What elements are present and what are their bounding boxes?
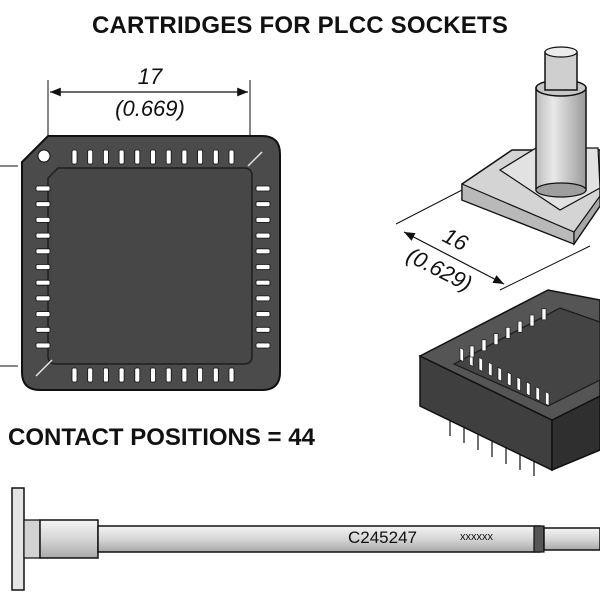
iso-pin-back [469,345,475,358]
pin-right [255,326,271,333]
socket-cavity [47,167,253,365]
iso-pin-front [478,357,483,372]
pin-bottom [71,367,78,383]
corner-line-tr [247,151,263,167]
pin-top [118,149,125,165]
pin-right [255,295,271,302]
socket-top-view: 17 (0.669) [0,64,281,391]
iso-pin-front [459,347,464,363]
tip-shaft-top [544,46,578,58]
pin-bottom [212,367,219,383]
cartridge-end [543,527,600,551]
pin-bottom [228,367,235,383]
pin-right [255,311,271,318]
iso-pin-back [505,327,511,339]
pin-top [197,149,204,165]
pin-top [212,149,219,165]
dim-iso-ext-2 [499,245,591,291]
pin-top [228,149,235,165]
pin-bottom [118,367,125,383]
pin-right [255,342,271,349]
pin-left [35,232,51,239]
cartridge-shaft [97,525,541,553]
pin-bottom [197,367,204,383]
iso-pin-back [493,333,499,345]
pin-top [181,149,188,165]
pin-bottom [150,367,156,383]
pin-right [255,264,271,270]
pin-left [35,279,51,286]
part-number: C245247 [348,528,417,547]
pin-left [35,248,51,255]
cartridge-flange [11,487,25,591]
pin-top [71,149,78,165]
pin-top [165,149,172,165]
cartridge-ring [533,525,545,553]
iso-pin-front [535,386,540,402]
socket-pins [35,149,271,383]
pin-right [255,279,271,286]
socket-iso-view [418,289,600,476]
pin-left [35,295,51,302]
dim-iso-line [403,231,505,285]
iso-pin-front [545,391,550,407]
iso-pin-front [516,376,521,392]
dim-top-inch: (0.669) [115,96,185,121]
dim-iso-value: 16 [439,223,473,257]
dim-iso-ext-1 [395,189,463,225]
iso-pin-front [507,371,512,387]
tip-plate-edge-right [573,194,600,246]
pin-left [35,201,51,208]
page-title: CARTRIDGES FOR PLCC SOCKETS [91,12,509,39]
iso-pin-front [526,381,531,397]
dim-top-value: 17 [138,64,163,89]
pin-left [35,326,51,333]
iso-pin-back [541,308,547,321]
pin-left [35,264,51,270]
pin-left [35,185,51,192]
pin-left [35,216,51,223]
tip-post [535,87,587,191]
tip-post-base [535,182,587,198]
pin-top [103,149,109,165]
iso-pin-front [497,366,502,382]
socket-iso-pins [459,308,550,407]
pin-right [255,201,271,208]
iso-pin-back [481,339,487,352]
pin-bottom [181,367,188,383]
pin-top [150,149,156,165]
corner-line-bl [35,359,53,377]
pin-bottom [87,367,94,383]
cartridge-collar [39,519,99,559]
pin-right [255,216,271,223]
iso-pin-front [488,362,493,377]
pin-right [255,232,271,239]
cartridge-side-view: C245247 xxxxxx [11,487,600,591]
pin-right [255,248,271,255]
cartridge-neck [23,519,41,559]
pin-top [87,149,94,165]
tip-shaft [544,51,578,91]
part-suffix: xxxxxx [460,531,494,543]
iso-pin-back [517,320,523,333]
pin-right [255,185,271,192]
cartridge-tip-iso [461,46,600,246]
iso-pin-back [529,314,535,327]
pin-bottom [103,367,109,383]
pin-left [35,311,51,318]
contact-positions-label: CONTACT POSITIONS = 44 [8,424,315,451]
pin-top [134,149,141,165]
pin-bottom [134,367,141,383]
pin1-hole [37,149,51,163]
pin-bottom [165,367,172,383]
pin-left [35,342,51,349]
